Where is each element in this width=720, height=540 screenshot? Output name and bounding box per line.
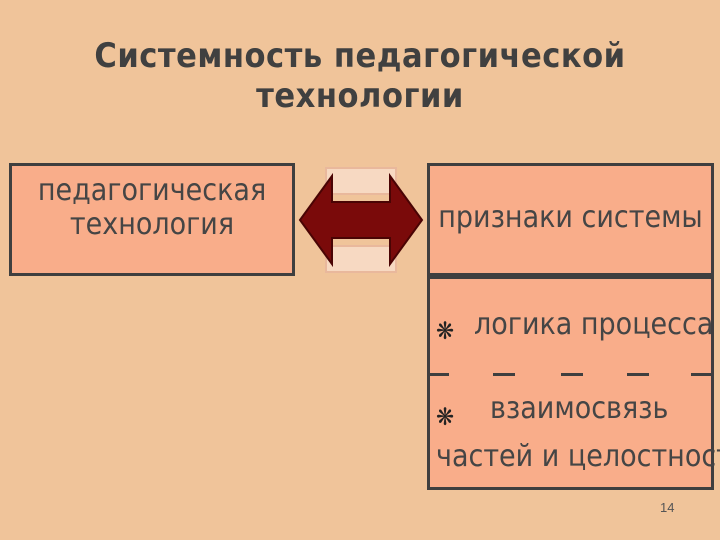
dashed-separator [427, 365, 714, 385]
feature-item-process-logic: логика процесса [474, 307, 714, 342]
left-box-line1: педагогическая [37, 173, 267, 208]
page-number: 14 [660, 500, 675, 515]
pedagogical-technology-box: педагогическая технология [9, 163, 295, 276]
system-features-header-box: признаки системы [427, 163, 714, 276]
pedagogical-technology-label: педагогическая технология [12, 174, 292, 242]
bullet-star-icon: ❋ [436, 317, 455, 345]
feature-item-parts-integrity: частей и целостности [436, 439, 720, 474]
system-features-header: признаки системы [438, 200, 703, 235]
left-box-line2: технология [69, 207, 235, 242]
bullet-star-icon: ❋ [436, 403, 455, 431]
feature-item-interconnection: взаимосвязь [490, 391, 669, 426]
system-features-list-box: ❋ логика процесса ❋ взаимосвязь частей и… [427, 276, 720, 490]
double-headed-arrow-icon [296, 150, 426, 290]
slide-title: Системность педагогической технологии [94, 36, 626, 116]
